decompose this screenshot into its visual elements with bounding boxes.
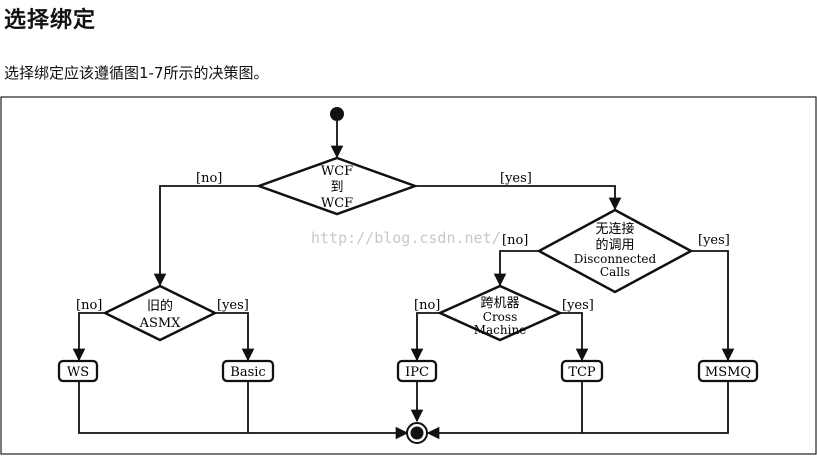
decision-legacy-asmx — [102, 284, 218, 342]
decision-disconnected-line1: 无连接 — [595, 221, 634, 237]
decision-disconnected-line2: 的调用 — [595, 237, 634, 253]
start-node — [330, 107, 344, 121]
decision-wcf-line1: WCF — [321, 164, 353, 179]
watermark-text: http://blog.csdn.net/ — [311, 229, 501, 247]
decision-wcf-to-wcf — [255, 156, 419, 216]
decision-disconnected-line3: Disconnected — [574, 252, 657, 266]
decision-legacy-line1: 旧的 — [147, 298, 173, 314]
edge-wcf-no — [153, 185, 259, 287]
edge-ws-end — [78, 382, 409, 440]
edge-legacy-no — [72, 312, 105, 362]
binding-ws-box — [57, 359, 99, 383]
end-node — [410, 426, 424, 440]
decision-wcf-line2: 到 — [330, 180, 343, 195]
label-legacy-yes: [yes] — [217, 298, 249, 313]
binding-msmq-box — [697, 359, 759, 383]
label-cross-yes: [yes] — [562, 298, 594, 313]
edge-legacy-yes — [215, 312, 255, 362]
binding-tcp-label: TCP — [568, 365, 596, 380]
decision-cross-machine — [436, 284, 564, 342]
edge-wcf-yes — [415, 185, 622, 211]
decision-cross-line3: Machine — [474, 323, 527, 337]
label-wcf-yes: [yes] — [500, 171, 532, 186]
binding-ipc-label: IPC — [405, 365, 429, 380]
decision-cross-line2: Cross — [483, 310, 517, 324]
edge-msmq-end — [426, 382, 729, 440]
binding-basic-label: Basic — [230, 365, 265, 380]
label-disconnected-no: [no] — [502, 233, 528, 248]
binding-basic-box — [221, 359, 275, 383]
decision-wcf-line3: WCF — [321, 196, 353, 211]
decision-disconnected — [536, 208, 694, 294]
binding-tcp-box — [560, 359, 604, 383]
edge-cross-yes — [560, 312, 589, 362]
edge-disconnected-no — [493, 250, 539, 287]
label-disconnected-yes: [yes] — [698, 233, 730, 248]
page-title: 选择绑定 — [4, 8, 97, 33]
label-wcf-no: [no] — [196, 171, 222, 186]
label-cross-no: [no] — [414, 298, 440, 313]
binding-msmq-label: MSMQ — [705, 365, 751, 380]
edge-disconnected-yes — [691, 250, 735, 362]
intro-text: 选择绑定应该遵循图1-7所示的决策图。 — [4, 64, 269, 82]
decision-legacy-line2: ASMX — [139, 316, 182, 331]
binding-ws-label: WS — [67, 365, 89, 380]
binding-ipc-box — [396, 359, 438, 383]
decision-cross-line1: 跨机器 — [480, 296, 519, 311]
edge-cross-no — [410, 312, 440, 362]
decision-disconnected-line4: Calls — [600, 265, 630, 279]
decision-diagram: http://blog.csdn.net/ WCF 到 WCF [no] [ye… — [0, 96, 817, 455]
diagram-border — [0, 96, 817, 455]
label-legacy-no: [no] — [76, 298, 102, 313]
